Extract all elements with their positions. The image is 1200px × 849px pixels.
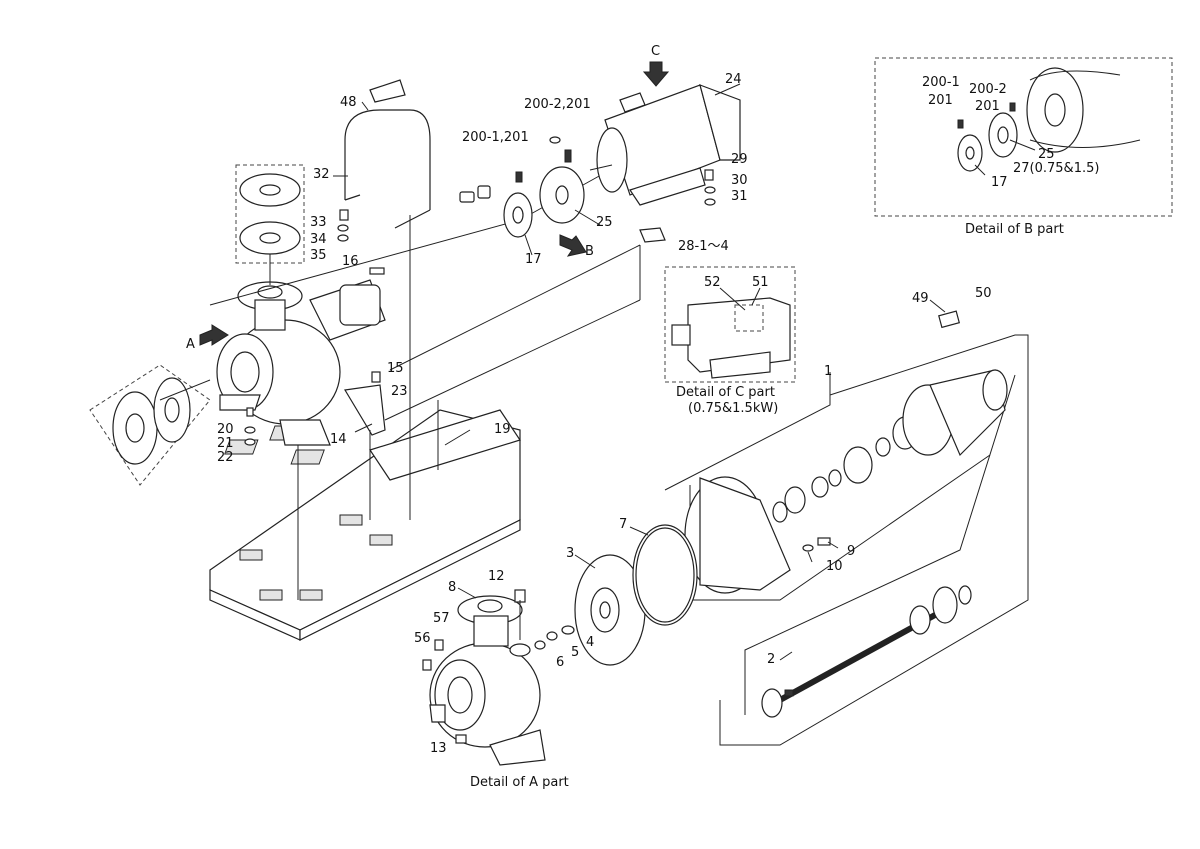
- part-label-20: 20: [217, 422, 234, 437]
- part-label-1: 1: [824, 364, 833, 379]
- view-arrow-c-icon: [642, 61, 670, 87]
- coupling-guard: [344, 79, 431, 229]
- detail-b-box: [874, 57, 1173, 217]
- part-label-5: 5: [571, 645, 580, 660]
- part-label-52: 52: [704, 275, 721, 290]
- o-ring: [632, 524, 698, 626]
- detail-b-caption: Detail of B part: [965, 222, 1064, 237]
- part-label-15: 15: [387, 361, 404, 376]
- detail-a-caption: Detail of A part: [470, 775, 569, 790]
- leader-lines: [333, 83, 1036, 661]
- impeller: [574, 554, 646, 666]
- part-label-29: 29: [731, 152, 748, 167]
- part-label-201-a: 201: [928, 93, 953, 108]
- part-label-14: 14: [330, 432, 347, 447]
- part-label-4: 4: [586, 635, 595, 650]
- detail-c-caption-line1: Detail of C part: [676, 385, 775, 400]
- discharge-flange-set: [235, 164, 305, 264]
- part-label-12: 12: [488, 569, 505, 584]
- part-label-23: 23: [391, 384, 408, 399]
- detail-a-casing: [422, 589, 546, 766]
- impeller-nut-washers: [534, 625, 575, 650]
- part-label-200-2-201: 200-2,201: [524, 97, 591, 112]
- part-label-19: 19: [494, 422, 511, 437]
- part-label-28: 28-1～4: [678, 239, 729, 254]
- part-label-201-b: 201: [975, 99, 1000, 114]
- part-label-17-b: 17: [991, 175, 1008, 190]
- part-label-8: 8: [448, 580, 457, 595]
- suction-flange-set: [89, 364, 211, 486]
- part-label-32: 32: [313, 167, 330, 182]
- part-label-51: 51: [752, 275, 769, 290]
- view-arrow-b-icon: [559, 234, 587, 257]
- part-label-25-b: 25: [1038, 147, 1055, 162]
- part-label-200-2: 200-2: [969, 82, 1007, 97]
- part-label-56: 56: [414, 631, 431, 646]
- part-label-33: 33: [310, 215, 327, 230]
- part-label-57: 57: [433, 611, 450, 626]
- coupling: [209, 166, 611, 306]
- part-label-49: 49: [912, 291, 929, 306]
- part-label-34: 34: [310, 232, 327, 247]
- part-label-2: 2: [767, 652, 776, 667]
- assembly-guide-lines: [159, 215, 641, 600]
- pump-casing: [216, 279, 386, 446]
- part-label-24: 24: [725, 72, 742, 87]
- part-label-7: 7: [619, 517, 628, 532]
- part-label-3: 3: [566, 546, 575, 561]
- part-label-22: 22: [217, 450, 234, 465]
- hardware-items: [244, 136, 716, 446]
- part-label-35: 35: [310, 248, 327, 263]
- view-arrow-a-icon: [199, 324, 229, 346]
- part-label-25: 25: [596, 215, 613, 230]
- part-label-9: 9: [847, 544, 856, 559]
- part-label-200-1: 200-1: [922, 75, 960, 90]
- part-label-17: 17: [525, 252, 542, 267]
- part-label-200-1-201: 200-1,201: [462, 130, 529, 145]
- part-label-31: 31: [731, 189, 748, 204]
- detail-c-caption-line2: (0.75&1.5kW): [688, 401, 779, 416]
- detail-c-box: [664, 266, 796, 383]
- part-label-16: 16: [342, 254, 359, 269]
- part-label-21: 21: [217, 436, 234, 451]
- view-label-c: C: [651, 44, 661, 59]
- part-label-48: 48: [340, 95, 357, 110]
- view-label-b: B: [585, 244, 594, 259]
- motor: [589, 84, 741, 206]
- part-label-30: 30: [731, 173, 748, 188]
- part-label-13: 13: [430, 741, 447, 756]
- part-label-27: 27(0.75&1.5): [1013, 161, 1100, 176]
- part-label-6: 6: [556, 655, 565, 670]
- part-label-10: 10: [826, 559, 843, 574]
- view-label-a: A: [186, 337, 195, 352]
- part-label-50: 50: [975, 286, 992, 301]
